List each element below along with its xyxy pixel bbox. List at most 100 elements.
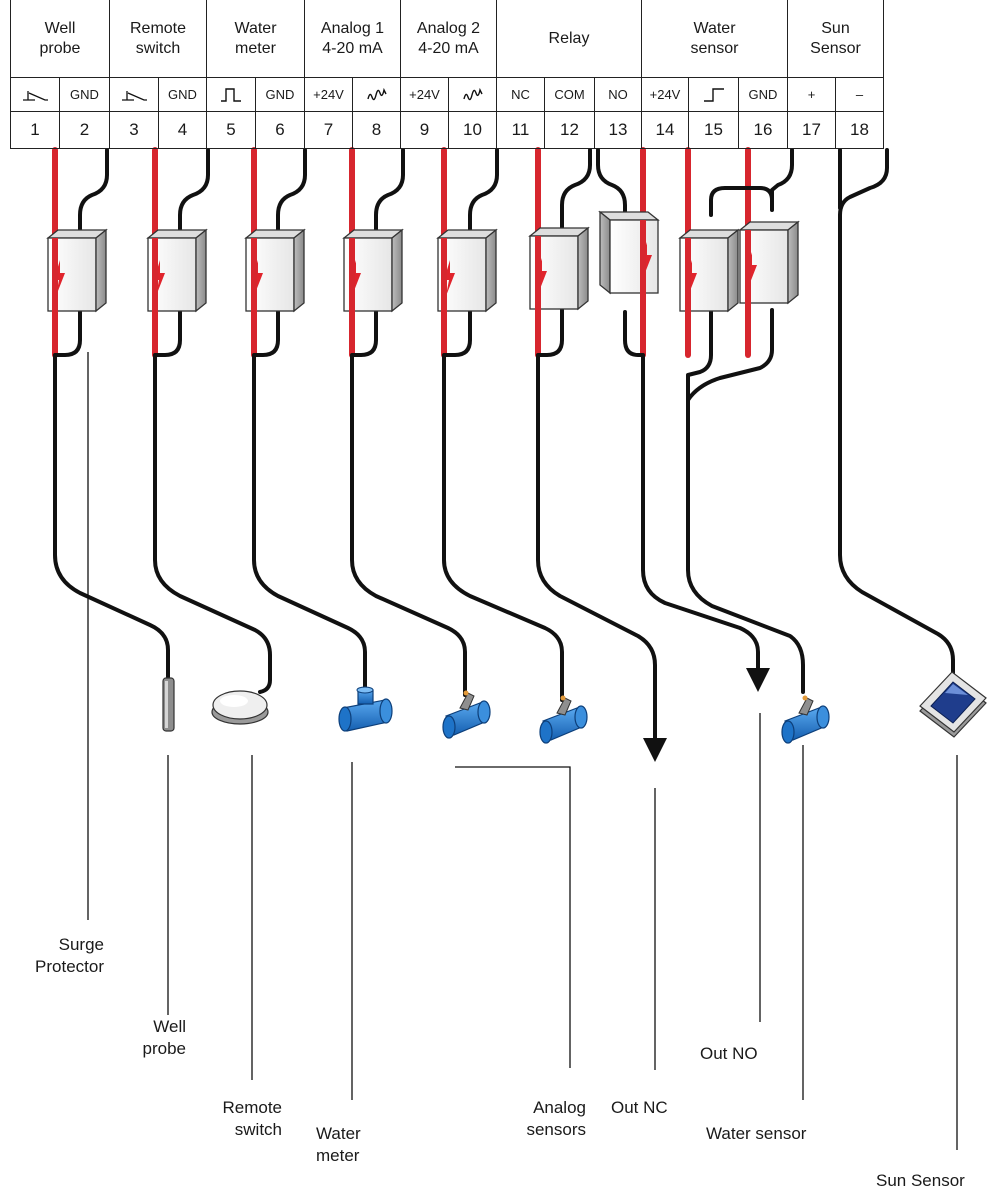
terminal-number: 7 — [305, 112, 353, 149]
terminal-signal-16: GND — [739, 78, 788, 112]
water-sensor-device — [781, 695, 830, 744]
callout-water-meter: Water meter — [316, 1124, 361, 1166]
switch-symbol-icon — [122, 90, 147, 101]
terminal-signal-18: – — [836, 78, 884, 112]
callout-out-nc: Out NC — [611, 1098, 668, 1117]
terminal-signal-3 — [110, 78, 159, 112]
wire-analog-1-out — [350, 308, 467, 697]
remote-switch-device — [211, 690, 269, 725]
callout-water-sensor: Water sensor — [706, 1124, 807, 1143]
terminal-number: 15 — [689, 112, 739, 149]
terminal-number: 9 — [401, 112, 449, 149]
terminal-signal-4: GND — [159, 78, 207, 112]
terminal-number: 12 — [545, 112, 595, 149]
terminal-number: 13 — [595, 112, 642, 149]
terminal-number: 8 — [353, 112, 401, 149]
wire-relay-no-out — [623, 310, 770, 692]
surge-protector — [598, 210, 660, 295]
well-probe-device — [162, 677, 175, 732]
terminal-group-row: Well probe Remote switch Water meter Ana… — [10, 0, 912, 78]
terminal-number: 6 — [256, 112, 305, 149]
wire-remote-switch-gnd — [178, 148, 210, 232]
terminal-group-sun-sensor: Sun Sensor — [788, 0, 884, 78]
terminal-signal-15 — [689, 78, 739, 112]
terminal-number: 1 — [10, 112, 60, 149]
analog-sensor-device — [442, 690, 491, 739]
lightning-icon — [641, 242, 652, 278]
terminal-number: 10 — [449, 112, 497, 149]
terminal-signal-13: NO — [595, 78, 642, 112]
terminal-signal-8 — [353, 78, 401, 112]
terminal-number: 3 — [110, 112, 159, 149]
wire-relay-com-2 — [596, 148, 627, 214]
wire-relay-nc-out — [536, 308, 667, 762]
terminal-block: Well probe Remote switch Water meter Ana… — [10, 0, 912, 149]
step-signal-icon — [703, 87, 724, 102]
terminal-number: 2 — [60, 112, 110, 149]
lightning-icon — [746, 252, 757, 288]
terminal-signal-row: GND GND GND +24V +24V NC COM NO +24V GND… — [10, 78, 912, 112]
terminal-number: 5 — [207, 112, 256, 149]
terminal-signal-1 — [10, 78, 60, 112]
sun-sensor-device — [919, 671, 987, 738]
devices — [162, 671, 987, 744]
wire-relay-com — [560, 148, 592, 230]
terminal-group-well-probe: Well probe — [10, 0, 110, 78]
water-meter-device — [338, 686, 393, 732]
wires-over — [52, 220, 751, 312]
terminal-signal-6: GND — [256, 78, 305, 112]
callout-remote-switch: Remote switch — [222, 1098, 282, 1140]
wire-sun-sensor-minus — [838, 148, 889, 217]
terminal-number: 18 — [836, 112, 884, 149]
terminal-group-remote-switch: Remote switch — [110, 0, 207, 78]
terminal-group-water-meter: Water meter — [207, 0, 305, 78]
terminal-number: 11 — [497, 112, 545, 149]
wire-water-meter-out — [252, 308, 367, 692]
terminal-signal-17: + — [788, 78, 836, 112]
terminal-signal-5 — [207, 78, 256, 112]
callout-surge-protector: Surge Protector — [35, 935, 104, 977]
leader-analog-sensors — [455, 766, 571, 1068]
terminal-signal-14: +24V — [642, 78, 689, 112]
terminal-number: 16 — [739, 112, 788, 149]
analog-sensor-device — [539, 695, 588, 744]
terminal-group-analog-1: Analog 1 4-20 mA — [305, 0, 401, 78]
lightning-icon — [444, 260, 455, 296]
terminal-signal-9: +24V — [401, 78, 449, 112]
wire-water-meter-gnd — [276, 148, 307, 232]
wire-well-probe-out — [53, 308, 170, 682]
wire-water-sensor-merge — [686, 308, 774, 402]
callout-sun-sensor: Sun Sensor — [876, 1171, 965, 1190]
terminal-group-water-sensor: Water sensor — [642, 0, 788, 78]
terminal-signal-10 — [449, 78, 497, 112]
callout-leaders — [87, 352, 958, 1150]
lightning-icon — [54, 260, 65, 296]
terminal-number: 14 — [642, 112, 689, 149]
pulse-symbol-icon — [221, 87, 241, 102]
wire-water-sensor-out — [686, 398, 805, 694]
terminal-signal-7: +24V — [305, 78, 353, 112]
callout-out-no: Out NO — [700, 1044, 758, 1063]
lightning-icon — [350, 260, 361, 296]
terminal-group-analog-2: Analog 2 4-20 mA — [401, 0, 497, 78]
lightning-icon — [686, 260, 697, 296]
lightning-icon — [154, 260, 165, 296]
analog-signal-icon — [366, 87, 387, 100]
terminal-number: 4 — [159, 112, 207, 149]
terminal-signal-2: GND — [60, 78, 110, 112]
switch-symbol-icon — [23, 90, 48, 101]
terminal-number-row: 1 2 3 4 5 6 7 8 9 10 11 12 13 14 15 16 1… — [10, 112, 912, 149]
wire-sun-sensor-out — [838, 213, 955, 677]
callout-well-probe: Well probe — [142, 1017, 186, 1059]
wire-analog-1-signal — [374, 148, 405, 232]
wire-analog-2-signal — [468, 148, 499, 232]
wire-water-sensor-bridge — [709, 186, 774, 217]
wire-remote-switch-out — [153, 308, 272, 694]
terminal-number: 17 — [788, 112, 836, 149]
lightning-icon — [252, 260, 263, 296]
terminal-signal-11: NC — [497, 78, 545, 112]
lightning-icon — [536, 258, 547, 294]
terminal-signal-12: COM — [545, 78, 595, 112]
callout-analog-sensors: Analog sensors — [526, 1098, 586, 1140]
